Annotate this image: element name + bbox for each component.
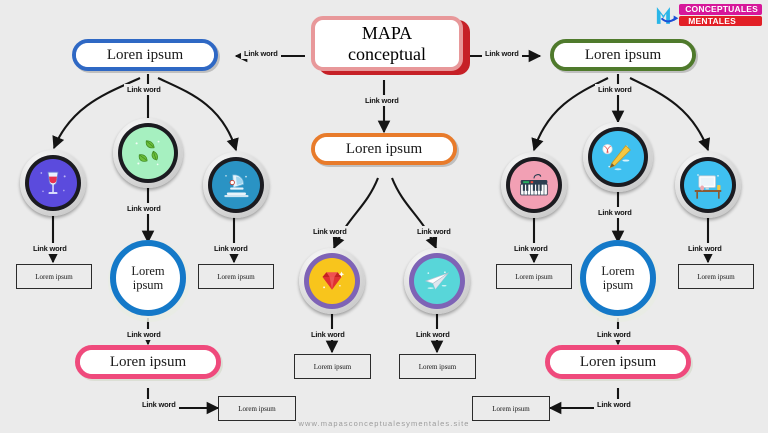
- link-label-topright-down: Link word: [595, 84, 635, 95]
- node-top-left-label: Loren ipsum: [76, 43, 214, 67]
- link-label-right-bat: Link word: [595, 207, 635, 218]
- node-ring-right-line2: ipsum: [602, 278, 634, 292]
- link-label-title-right: Link word: [482, 48, 522, 59]
- box-right-2-label: Lorem ipsum: [697, 272, 735, 281]
- box-left-bottom-label: Lorem ipsum: [238, 404, 276, 413]
- box-left-2[interactable]: Lorem ipsum: [198, 264, 274, 289]
- link-label-center-plane-down: Link word: [413, 329, 453, 340]
- box-right-1[interactable]: Lorem ipsum: [496, 264, 572, 289]
- box-right-2[interactable]: Lorem ipsum: [678, 264, 754, 289]
- gem-icon: [322, 271, 345, 290]
- baseball-bat-icon: [602, 144, 631, 171]
- icon-circle-desk-computer[interactable]: [675, 152, 741, 218]
- microscope-icon: [224, 174, 249, 198]
- icon-circle-paper-plane[interactable]: [404, 248, 470, 314]
- icon-circle-gem[interactable]: [299, 248, 365, 314]
- page-title-line2: conceptual: [348, 43, 426, 64]
- node-center-middle-label: Loren ipsum: [315, 137, 453, 161]
- footer-website: www.mapasconceptualesymentales.site: [298, 419, 470, 428]
- node-bottom-right[interactable]: Loren ipsum: [545, 345, 691, 379]
- logo-m-mark: [655, 3, 681, 27]
- link-label-right-ring-down: Link word: [594, 329, 634, 340]
- desk-computer-icon: [694, 174, 722, 199]
- box-left-1[interactable]: Lorem ipsum: [16, 264, 92, 289]
- node-ring-right-line1: Lorem: [601, 263, 635, 278]
- logo-line-conceptuales: CONCEPTUALES: [679, 4, 762, 15]
- page-title: MAPA conceptual: [311, 16, 463, 71]
- link-label-center-gem: Link word: [310, 226, 350, 237]
- site-logo[interactable]: CONCEPTUALES MENTALES: [655, 3, 762, 27]
- link-label-left-bottom: Link word: [139, 399, 179, 410]
- node-bottom-left-label: Loren ipsum: [80, 350, 216, 374]
- box-left-1-label: Lorem ipsum: [35, 272, 73, 281]
- node-top-right[interactable]: Loren ipsum: [550, 39, 696, 71]
- link-label-left-ring-down: Link word: [124, 329, 164, 340]
- box-right-bottom[interactable]: Lorem ipsum: [472, 396, 550, 421]
- link-label-title-left: Link word: [241, 48, 281, 59]
- paper-plane-icon: [424, 271, 450, 290]
- node-top-left[interactable]: Loren ipsum: [72, 39, 218, 71]
- node-bottom-right-label: Loren ipsum: [550, 350, 686, 374]
- icon-circle-wine-glass[interactable]: [20, 150, 86, 216]
- link-label-left-micro: Link word: [211, 243, 251, 254]
- link-label-title-down: Link word: [362, 95, 402, 106]
- box-left-2-label: Lorem ipsum: [217, 272, 255, 281]
- logo-line-mentales: MENTALES: [679, 15, 762, 26]
- box-right-bottom-label: Lorem ipsum: [492, 404, 530, 413]
- wine-glass-icon: [40, 171, 66, 194]
- box-center-2[interactable]: Lorem ipsum: [399, 354, 476, 379]
- node-center-middle[interactable]: Loren ipsum: [311, 133, 457, 165]
- icon-circle-microscope[interactable]: [203, 152, 269, 218]
- box-right-1-label: Lorem ipsum: [515, 272, 553, 281]
- link-label-left-wine: Link word: [30, 243, 70, 254]
- box-center-1[interactable]: Lorem ipsum: [294, 354, 371, 379]
- icon-circle-leaves[interactable]: [113, 118, 183, 188]
- link-label-left-leaf: Link word: [124, 203, 164, 214]
- node-ring-right[interactable]: Lorem ipsum: [580, 240, 656, 316]
- node-ring-left[interactable]: Lorem ipsum: [110, 240, 186, 316]
- link-label-center-gem-down: Link word: [308, 329, 348, 340]
- logo-text-bars: CONCEPTUALES MENTALES: [679, 4, 762, 26]
- logo-m-icon: [657, 7, 679, 24]
- link-label-topleft-down: Link word: [124, 84, 164, 95]
- box-center-1-label: Lorem ipsum: [313, 362, 352, 371]
- link-label-right-desk: Link word: [685, 243, 725, 254]
- leaves-icon: [135, 140, 160, 166]
- link-label-center-plane: Link word: [414, 226, 454, 237]
- page-title-line1: MAPA: [361, 23, 413, 44]
- node-top-right-label: Loren ipsum: [554, 43, 692, 67]
- link-label-right-piano: Link word: [511, 243, 551, 254]
- icon-circle-piano-keyboard[interactable]: [501, 152, 567, 218]
- link-label-right-bottom: Link word: [594, 399, 634, 410]
- node-bottom-left[interactable]: Loren ipsum: [75, 345, 221, 379]
- piano-keyboard-icon: [520, 174, 548, 196]
- node-ring-left-line2: ipsum: [132, 278, 164, 292]
- node-ring-left-line1: Lorem: [131, 263, 165, 278]
- box-left-bottom[interactable]: Lorem ipsum: [218, 396, 296, 421]
- box-center-2-label: Lorem ipsum: [418, 362, 457, 371]
- icon-circle-baseball-bat[interactable]: [583, 122, 653, 192]
